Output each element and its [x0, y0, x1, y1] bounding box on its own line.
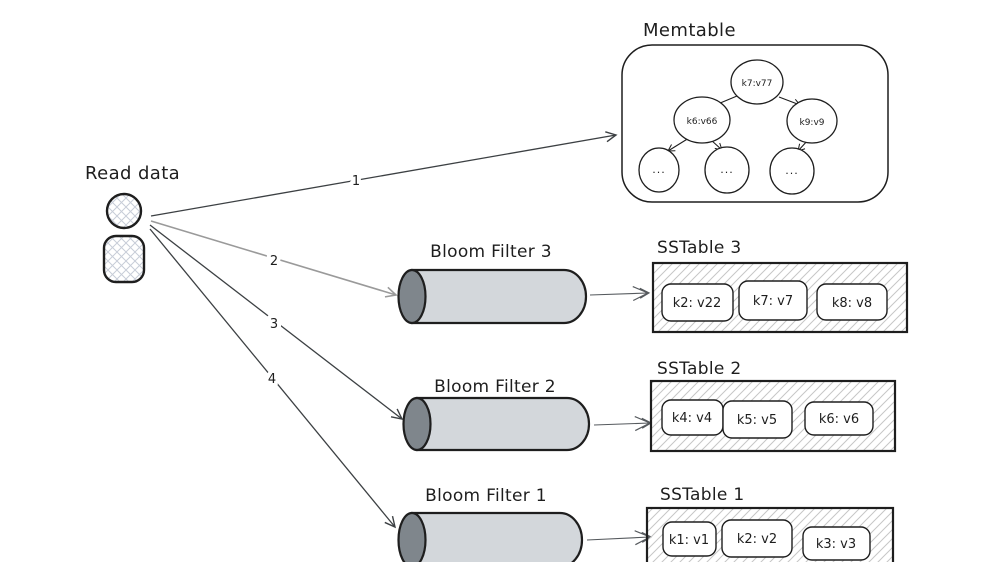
entry-box — [738, 280, 808, 321]
entry-label: k7: v7 — [753, 294, 793, 309]
sstable-3-title: SSTable 3 — [657, 238, 741, 258]
cylinder-body — [415, 396, 591, 452]
bloom-filter-1-label: Bloom Filter 1 — [425, 486, 547, 506]
sstable-entry: k4: v4 — [661, 399, 724, 436]
node-label: k9:v9 — [799, 118, 824, 128]
entry-label: k4: v4 — [672, 411, 712, 426]
node-ellipse — [638, 147, 680, 193]
sstable-entry: k1: v1 — [662, 521, 717, 557]
bloom-filter-3: Bloom Filter 3 — [397, 242, 588, 325]
reader-actor: Read data — [85, 163, 180, 284]
bloom-filter-1: Bloom Filter 1 — [397, 486, 584, 562]
sstable-2: SSTable 2 k4: v4 k5: v5 k6: v6 — [649, 359, 897, 453]
bloom-to-sstable-arrow-1 — [586, 530, 653, 546]
read-arrow-1-memtable — [150, 131, 618, 217]
entry-box — [661, 283, 734, 322]
read-step-label-4: 4 — [268, 372, 276, 387]
entry-box — [662, 521, 717, 557]
sstable-entry: k8: v8 — [816, 283, 888, 321]
sstable-entry: k7: v7 — [738, 280, 808, 321]
sstable-entry: k5: v5 — [722, 400, 793, 439]
node-label: k6:v66 — [687, 117, 718, 127]
sstable-entry: k2: v22 — [661, 283, 734, 322]
memtable-node-leaf2: ... — [704, 146, 750, 194]
entry-box — [802, 526, 871, 561]
entry-label: k3: v3 — [816, 537, 856, 552]
cylinder-cap — [402, 396, 432, 452]
node-ellipse — [730, 59, 784, 105]
cylinder-cap — [397, 268, 427, 325]
read-arrow-3-bloom-filter-2 — [149, 224, 404, 420]
reader-label: Read data — [85, 163, 180, 184]
memtable-node-leaf3: ... — [769, 147, 815, 195]
entry-label: k8: v8 — [832, 296, 872, 311]
sstable-3: SSTable 3 k2: v22 k7: v7 k8: v8 — [651, 238, 909, 334]
sstable-entry: k3: v3 — [802, 526, 871, 561]
bloom-filter-2: Bloom Filter 2 — [402, 377, 591, 452]
read-step-label-1: 1 — [352, 174, 360, 189]
memtable: Memtable k7:v77 k6:v66 k9:v9 ... ... — [621, 20, 889, 203]
sstable-2-title: SSTable 2 — [657, 359, 741, 379]
read-step-label-2: 2 — [270, 254, 278, 269]
entry-label: k1: v1 — [669, 533, 709, 548]
read-arrow-2-bloom-filter-3 — [150, 220, 398, 298]
cylinder-body — [410, 268, 588, 325]
memtable-node-right: k9:v9 — [786, 98, 838, 144]
cylinder-cap — [397, 511, 427, 562]
entry-label: k6: v6 — [819, 412, 859, 427]
cylinder-body — [410, 511, 584, 562]
node-ellipse — [786, 98, 838, 144]
sstable-entry: k2: v2 — [721, 519, 793, 558]
sstable-1: SSTable 1 k1: v1 k2: v2 k3: v3 — [645, 485, 895, 562]
bloom-to-sstable-arrow-3 — [589, 285, 651, 302]
memtable-node-root: k7:v77 — [730, 59, 784, 105]
entry-label: k2: v2 — [737, 532, 777, 547]
node-ellipse — [704, 146, 750, 194]
sstable-1-title: SSTable 1 — [660, 485, 744, 505]
memtable-container — [621, 44, 889, 203]
entry-box — [722, 400, 793, 439]
node-label: k7:v77 — [742, 79, 773, 89]
node-label: ... — [652, 163, 666, 176]
read-step-label-3: 3 — [270, 317, 278, 332]
bloom-filter-3-label: Bloom Filter 3 — [430, 242, 552, 262]
node-ellipse — [769, 147, 815, 195]
memtable-title: Memtable — [643, 20, 736, 41]
memtable-node-left: k6:v66 — [673, 96, 731, 144]
node-label: ... — [785, 164, 799, 177]
entry-box — [721, 519, 793, 558]
node-label: ... — [720, 163, 734, 176]
read-arrow-4-bloom-filter-1 — [149, 228, 396, 529]
sstable-entry: k6: v6 — [804, 401, 874, 436]
bloom-to-sstable-arrow-2 — [593, 415, 653, 432]
tree-edge-left-leaf1 — [667, 137, 690, 152]
node-ellipse — [673, 96, 731, 144]
entry-box — [804, 401, 874, 436]
entry-label: k5: v5 — [737, 413, 777, 428]
entry-label: k2: v22 — [673, 296, 722, 311]
bloom-filter-2-label: Bloom Filter 2 — [434, 377, 556, 397]
actor-head — [105, 192, 143, 230]
entry-box — [816, 283, 888, 321]
actor-body — [102, 234, 146, 284]
read-arrows: 1 2 3 4 — [149, 131, 618, 529]
memtable-node-leaf1: ... — [638, 147, 680, 193]
